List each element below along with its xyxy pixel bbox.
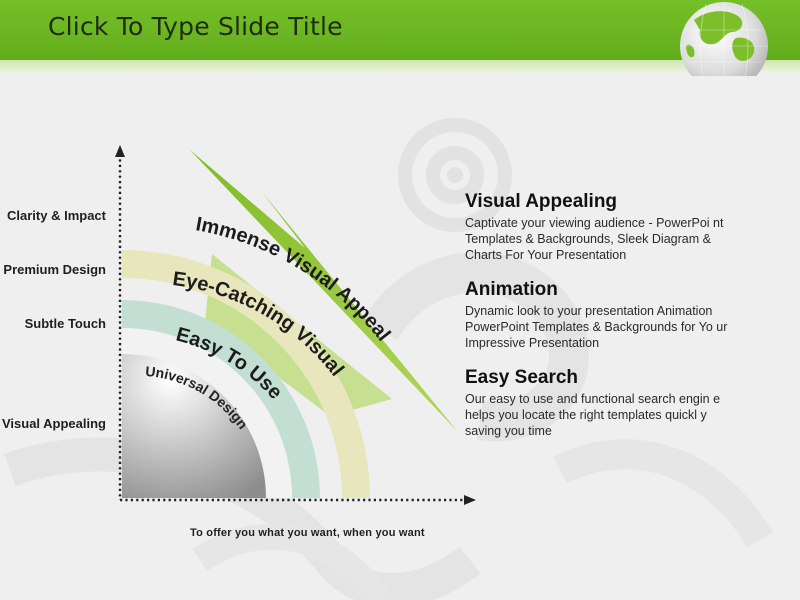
band-easy-to-use xyxy=(122,300,320,498)
y-axis-arrowhead xyxy=(115,145,125,157)
header-bar xyxy=(0,0,800,60)
green-arrow-ribbon xyxy=(190,150,458,432)
band-universal-design xyxy=(122,354,266,498)
section-text: Captivate your viewing audience - PowerP… xyxy=(465,216,724,262)
y-axis-label-premium-design: Premium Design xyxy=(3,262,106,277)
section-title: Easy Search xyxy=(465,367,579,388)
section-text: Dynamic look to your presentation Animat… xyxy=(465,304,728,350)
slide-title[interactable]: Click To Type Slide Title xyxy=(48,12,343,41)
section-easy-search: Easy Search Our easy to use and function… xyxy=(465,367,740,439)
section-animation: Animation Dynamic look to your presentat… xyxy=(465,279,740,351)
diagram-caption: To offer you what you want, when you wan… xyxy=(190,527,425,539)
globe-icon xyxy=(680,2,768,76)
section-title: Animation xyxy=(465,279,558,300)
section-visual-appealing: Visual Appealing Captivate your viewing … xyxy=(465,191,740,263)
y-axis-label-clarity-impact: Clarity & Impact xyxy=(7,208,106,223)
y-axis-label-visual-appealing: Visual Appealing xyxy=(1,416,106,431)
y-axis-label-subtle-touch: Subtle Touch xyxy=(24,316,106,331)
band-eye-catching-visual xyxy=(122,250,370,498)
x-axis-arrowhead xyxy=(464,495,476,505)
header-stripe xyxy=(0,60,800,72)
section-title: Visual Appealing xyxy=(465,191,618,212)
section-text: Our easy to use and functional search en… xyxy=(465,392,721,438)
